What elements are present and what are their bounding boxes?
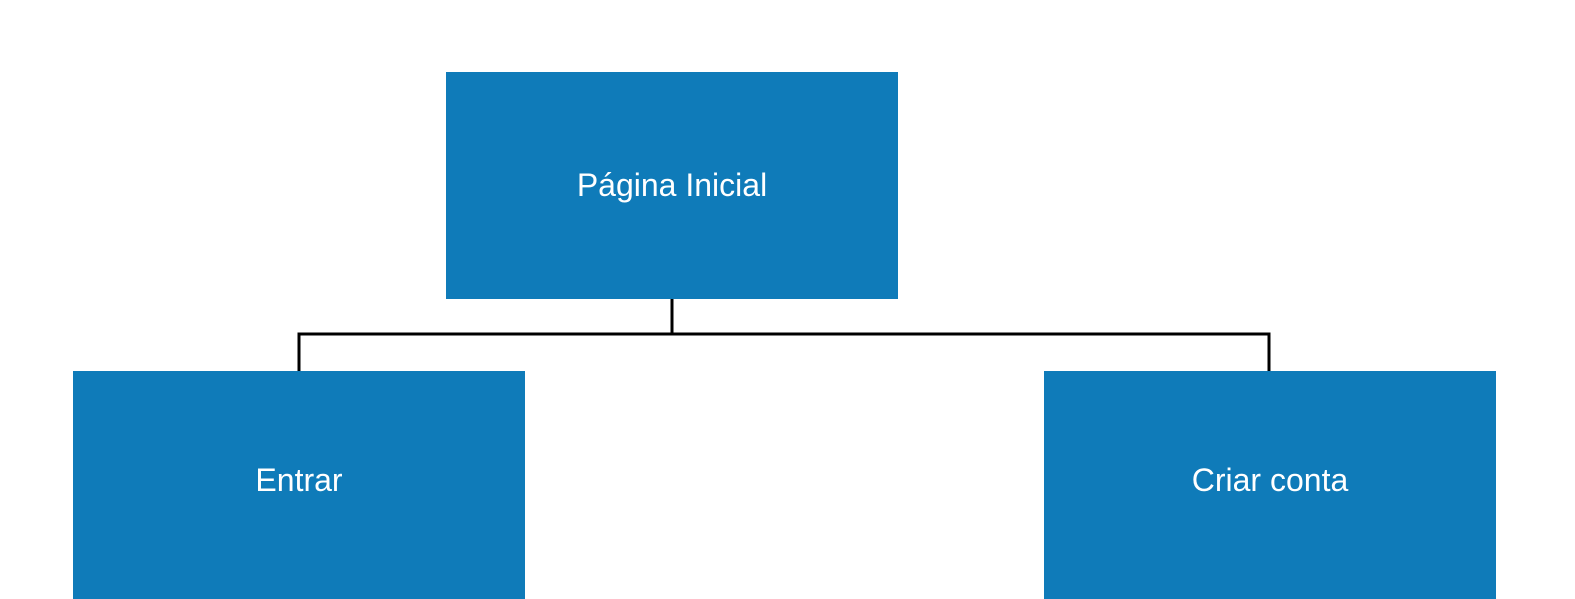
node-pagina-inicial[interactable]: Página Inicial bbox=[446, 72, 898, 299]
node-label: Entrar bbox=[255, 461, 343, 498]
node-label: Criar conta bbox=[1191, 461, 1349, 498]
node-criar-conta[interactable]: Criar conta bbox=[1044, 371, 1496, 599]
node-label: Página Inicial bbox=[576, 167, 768, 203]
node-entrar[interactable]: Entrar bbox=[73, 371, 525, 599]
